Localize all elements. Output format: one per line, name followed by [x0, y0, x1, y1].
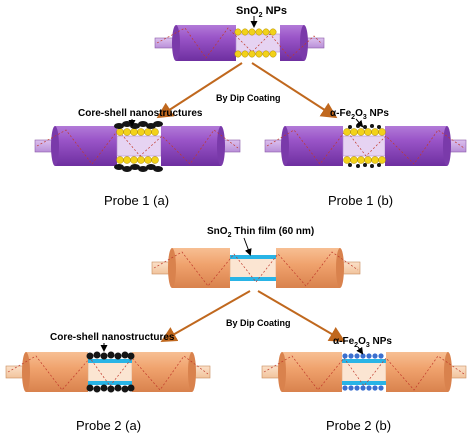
- fiber-bottom-source: [151, 248, 361, 288]
- probe-1a-caption: Probe 1 (a): [104, 193, 169, 208]
- top-arrow-left: [156, 62, 243, 119]
- bottom-arrow-label: By Dip Coating: [226, 318, 291, 328]
- core-shell-particles-2a: [86, 351, 135, 393]
- top-source-label: SnO2 NPs: [236, 5, 287, 19]
- fiber-top-source: [154, 25, 325, 61]
- core-shell-particles-1a: [114, 121, 163, 172]
- probe-1b-annotation: α-Fe2O3 NPs: [330, 108, 389, 121]
- bottom-arrow-left: [160, 290, 251, 342]
- probe-1b-pointer: [355, 118, 364, 128]
- probe-2b-caption: Probe 2 (b): [326, 418, 391, 433]
- fiber-probe-2a: [5, 351, 211, 393]
- fe2o3-particles-2b: [342, 353, 384, 391]
- fiber-probe-1a: [34, 121, 241, 172]
- probe-2a-caption: Probe 2 (a): [76, 418, 141, 433]
- bottom-arrow-right: [257, 290, 346, 343]
- bottom-source-label: SnO2 Thin film (60 nm): [207, 226, 314, 239]
- fe2o3-particles-1b: [343, 124, 386, 168]
- probe-1b-caption: Probe 1 (b): [328, 193, 393, 208]
- bottom-source-pointer: [243, 237, 252, 256]
- probe-2b-pointer: [356, 346, 364, 355]
- fiber-probe-2b: [261, 352, 467, 392]
- probe-2a-annotation: Core-shell nanostructures: [50, 332, 175, 343]
- sno2-nanoparticles-top: [234, 28, 277, 58]
- probe-2b-annotation: α-Fe2O3 NPs: [333, 336, 392, 349]
- top-arrow-label: By Dip Coating: [216, 93, 281, 103]
- fiber-probe-1b: [264, 124, 467, 168]
- top-arrow-right: [251, 62, 338, 119]
- probe-1a-annotation: Core-shell nanostructures: [78, 108, 203, 119]
